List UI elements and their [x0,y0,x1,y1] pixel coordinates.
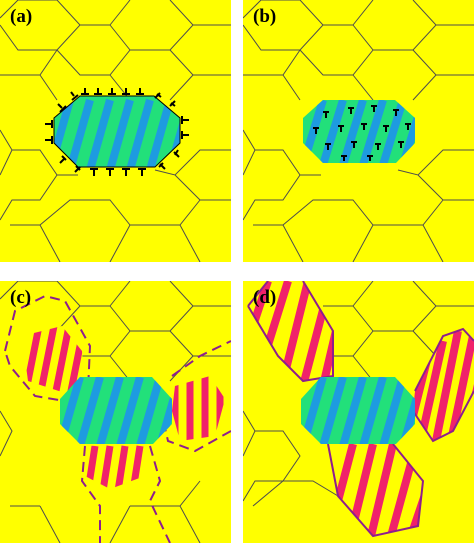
panel-c: (c) [0,281,231,543]
panel-label: (d) [253,287,276,308]
panel-d: (d) [243,281,474,543]
grain-boundary-network [243,281,474,507]
grain-boundary-solid [327,443,425,538]
grain-boundary-network [243,0,474,262]
grain-boundary-dashed [80,445,171,543]
grain-boundary-dashed [3,294,92,403]
dislocations-inside-precipitate [313,105,411,161]
grain-boundary-network [0,0,231,262]
grain-boundary-solid [412,327,474,443]
dislocations-at-interface [45,88,189,176]
panel-label: (b) [253,6,276,27]
grain-boundary-solid [247,281,334,383]
panel-a: (a) [0,0,231,262]
panel-d-canvas: (d) [243,281,474,543]
panel-c-canvas: (c) [0,281,231,543]
panel-b-canvas: (b) [243,0,474,262]
panel-b: (b) [243,0,474,262]
panel-a-canvas: (a) [0,0,231,262]
precipitate-boundary [53,95,181,168]
grain-boundary-network [0,281,231,543]
panel-label: (a) [10,6,32,27]
panel-label: (c) [10,287,31,308]
